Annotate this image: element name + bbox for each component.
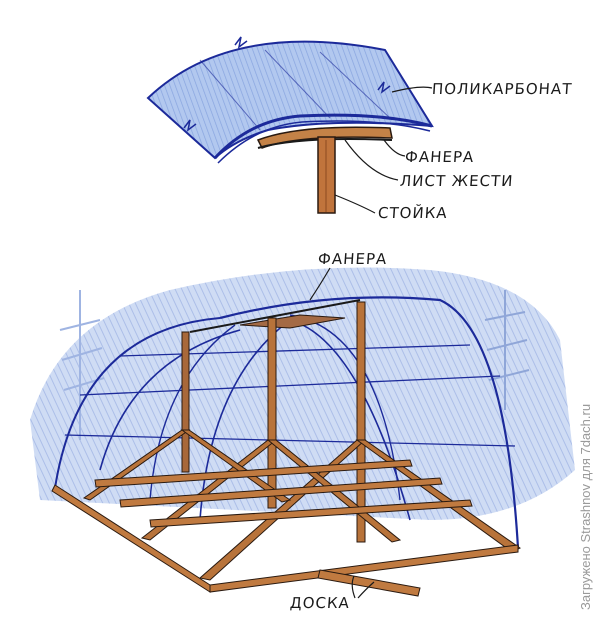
tin-sheet <box>257 138 393 149</box>
watermark: Загружено Strashnov для 7dach.ru <box>578 403 593 610</box>
main-view <box>30 267 575 599</box>
label-tin-sheet: ЛИСТ ЖЕСТИ <box>399 172 515 190</box>
label-plywood-main: ФАНЕРА <box>317 250 388 268</box>
label-board: ДОСКА <box>289 594 351 612</box>
label-post: СТОЙКА <box>377 204 449 222</box>
label-plywood-detail: ФАНЕРА <box>404 148 475 166</box>
label-polycarbonate: ПОЛИКАРБОНАТ <box>431 80 573 98</box>
detail-view <box>146 36 434 214</box>
polycarbonate-sheet <box>146 40 434 160</box>
